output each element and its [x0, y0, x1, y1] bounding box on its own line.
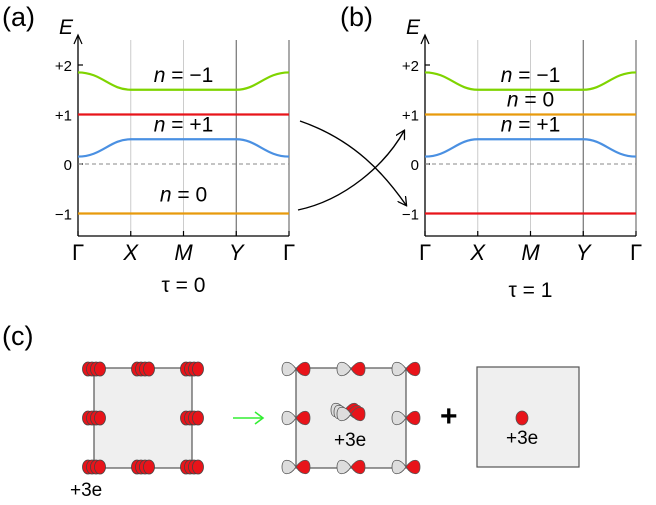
orbital-lobe-gray: [336, 459, 352, 475]
band-label-3: n = 0: [160, 184, 207, 207]
y-tick-label: +2: [55, 58, 72, 75]
orbital-lobe-gray: [391, 459, 407, 475]
charge-label-right: +3e: [506, 428, 538, 449]
panel-c-lattice: +3e +3e + +3e: [70, 361, 580, 501]
y-tick-label: 0: [64, 157, 72, 174]
red-orbital-dot: [94, 459, 106, 475]
middle-wannier-orbitals: [281, 361, 421, 475]
band-label-2: n = +1: [501, 113, 561, 136]
plus-sign: +: [440, 400, 458, 433]
charge-label-left: +3e: [70, 480, 102, 501]
orbital-lobe-gray: [281, 361, 297, 377]
red-orbital-dot: [192, 410, 204, 426]
orbital-lobe-red: [350, 361, 366, 377]
band-label-1: n = 0: [507, 89, 554, 112]
band-line-0: [77, 71, 290, 91]
panel-label-a: (a): [2, 2, 35, 32]
center-orbital: [515, 410, 529, 426]
orbital-lobe-red: [350, 459, 366, 475]
orbital-lobe-red: [295, 459, 311, 475]
orbital-lobe-red: [405, 459, 421, 475]
unit-cell-middle: [295, 367, 407, 469]
orbital-lobe-red: [295, 361, 311, 377]
unit-cell-left: [93, 367, 193, 469]
y-tick-label: +2: [402, 58, 419, 75]
red-orbital-dot: [192, 361, 204, 377]
orbital-lobe-gray: [391, 410, 407, 426]
x-tick-label: X: [122, 240, 139, 265]
y-tick-label: −1: [402, 207, 419, 224]
red-orbital-dot: [143, 459, 155, 475]
red-orbital-dot: [143, 361, 155, 377]
x-tick-label: Y: [229, 240, 245, 265]
y-axis-arrow-icon: [73, 33, 83, 45]
orbital-lobe-gray: [281, 410, 297, 426]
y-axis-label: E: [59, 16, 74, 39]
orbital-lobe-gray: [336, 406, 352, 422]
band-chart-b: Γ X M Y Γ +2 +1 0 −1 En = −1n = 0n = +1 τ = 1: [402, 16, 642, 302]
orbital-lobe-red: [405, 410, 421, 426]
y-tick-label: 0: [411, 157, 419, 174]
red-orbital-dot: [94, 361, 106, 377]
orbital-lobe-red: [295, 410, 311, 426]
y-axis-arrow-icon: [420, 33, 430, 45]
x-tick-label: Γ: [283, 240, 295, 265]
orbital-lobe-gray: [281, 459, 297, 475]
x-tick-label: M: [174, 240, 193, 265]
arrow-orange-band-up: [297, 131, 404, 211]
x-tick-label: Γ: [419, 240, 431, 265]
x-tick-label: Γ: [72, 240, 84, 265]
red-orbital-dot: [94, 410, 106, 426]
band-chart-a: Γ X M Y Γ +2 +1 0 −1 En = −1 n = +1 n = 0 τ = 0: [55, 16, 295, 297]
band-label-0: n = −1: [501, 64, 561, 87]
x-tick-label: Γ: [630, 240, 642, 265]
panel-label-c: (c): [2, 321, 33, 351]
band-line-2: [77, 138, 290, 158]
band-line-2: [424, 138, 637, 158]
band-line-0: [424, 71, 637, 91]
left-orbital-dots: [82, 361, 204, 475]
orbital-lobe-gray: [336, 361, 352, 377]
y-tick-label: +1: [402, 108, 419, 125]
x-tick-label: M: [521, 240, 540, 265]
green-arrowhead-icon: [254, 411, 265, 425]
y-axis-label: E: [406, 16, 421, 39]
x-tick-label: X: [469, 240, 486, 265]
arrow-red-band-down: [299, 120, 406, 205]
panel-label-b: (b): [340, 2, 373, 32]
band-label-2: n = +1: [154, 113, 214, 136]
red-orbital-dot: [192, 459, 204, 475]
y-tick-label: −1: [55, 207, 72, 224]
orbital-lobe-red: [350, 406, 366, 422]
orbital-lobe-red: [405, 361, 421, 377]
orbital-lobe-gray: [391, 361, 407, 377]
x-tick-label: Y: [576, 240, 592, 265]
tau-label: τ = 1: [509, 279, 553, 302]
tau-label: τ = 0: [162, 274, 206, 297]
y-tick-label: +1: [55, 108, 72, 125]
band-label-0: n = −1: [154, 64, 214, 87]
charge-label-mid: +3e: [334, 430, 366, 451]
